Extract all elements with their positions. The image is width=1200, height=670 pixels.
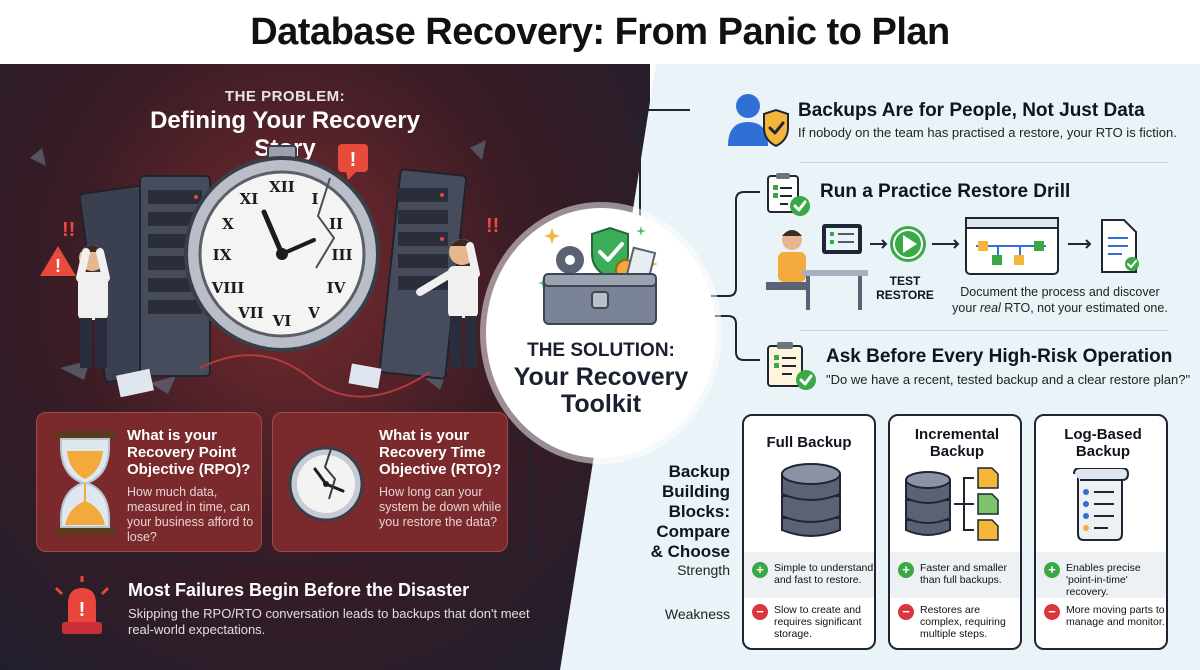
rto-card: What is your Recovery Time Objective (RT… xyxy=(272,412,508,552)
full-backup-card: Full Backup + Simple to understand and f… xyxy=(742,414,876,650)
svg-text:!: ! xyxy=(350,149,357,171)
minus-icon: − xyxy=(898,604,914,620)
hourglass-icon xyxy=(55,431,115,535)
svg-text:VI: VI xyxy=(272,312,292,330)
item-drill-description-prefix: your xyxy=(952,301,980,315)
incremental-backup-weakness: Restores are complex, requiring multiple… xyxy=(920,604,1006,640)
panicked-person-left-icon xyxy=(76,245,110,368)
svg-text:!!: !! xyxy=(62,219,75,241)
rpo-card: What is your Recovery Point Objective (R… xyxy=(36,412,262,552)
incremental-backup-card: Incremental Backup + Faster and smaller … xyxy=(888,414,1022,650)
problem-title: Defining Your Recovery Story xyxy=(150,107,420,162)
solution-title: Your Recovery Toolkit xyxy=(513,363,689,418)
exclamation-marks-icon: !! !! xyxy=(62,215,499,241)
page-title: Database Recovery: From Panic to Plan xyxy=(250,10,950,53)
full-backup-weakness: Slow to create and requires significant … xyxy=(774,604,862,640)
plus-icon: + xyxy=(898,562,914,578)
divider xyxy=(800,162,1168,163)
warning-triangle-icon: ! xyxy=(40,246,76,276)
document-check-icon xyxy=(1101,219,1139,273)
building-blocks-label: Backup Building Blocks: Compare & Choose xyxy=(650,462,730,561)
test-restore-label: TEST RESTORE xyxy=(876,274,934,302)
scattered-paper xyxy=(116,368,154,398)
item-people-title: Backups Are for People, Not Just Data xyxy=(798,100,1145,121)
plus-icon: + xyxy=(1044,562,1060,578)
problem-heading: THE PROBLEM: Defining Your Recovery Stor… xyxy=(120,88,450,163)
svg-text:IV: IV xyxy=(327,279,346,297)
database-branch-icon xyxy=(905,467,999,541)
chaos-scene-illustration: XII III VI IX I II IV V VII VIII X XI xyxy=(30,140,548,398)
failures-description: Skipping the RPO/RTO conversation leads … xyxy=(128,606,530,637)
item-ask-description: "Do we have a recent, tested backup and … xyxy=(826,372,1191,387)
svg-text:!!: !! xyxy=(486,215,499,237)
item-drill-description: Document the process and discover your r… xyxy=(952,284,1168,316)
svg-text:VIII: VIII xyxy=(211,279,245,297)
item-drill-description-line1: Document the process and discover xyxy=(960,285,1160,299)
svg-text:IX: IX xyxy=(213,246,232,264)
full-backup-title: Full Backup xyxy=(766,434,852,451)
item-drill-title: Run a Practice Restore Drill xyxy=(820,181,1071,202)
svg-text:!: ! xyxy=(55,256,61,276)
weakness-row-label: Weakness xyxy=(664,606,730,622)
item-drill-description-suffix: RTO, not your estimated one. xyxy=(1000,301,1168,315)
cracked-stopwatch-icon: XII III VI IX I II IV V VII VIII X XI xyxy=(184,145,380,352)
failures-callout: ! Most Failures Begin Before the Disaste… xyxy=(36,570,596,650)
restore-drill-flow-illustration xyxy=(766,217,1139,310)
rpo-description: How much data, measured in time, can you… xyxy=(127,485,254,544)
item-people-description: If nobody on the team has practised a re… xyxy=(798,125,1177,140)
person-at-desk-icon xyxy=(766,224,868,310)
problem-kicker: THE PROBLEM: xyxy=(224,88,346,105)
item-ask-title: Ask Before Every High-Risk Operation xyxy=(826,346,1173,367)
person-shield-icon xyxy=(728,94,789,148)
incremental-backup-title: Incremental Backup xyxy=(914,426,1000,460)
divider xyxy=(800,330,1168,331)
tangled-cables xyxy=(199,354,431,398)
plus-icon: + xyxy=(752,562,768,578)
solution-kicker: THE SOLUTION: xyxy=(527,340,675,361)
minus-icon: − xyxy=(752,604,768,620)
checklist-icon xyxy=(767,342,816,390)
svg-text:XI: XI xyxy=(240,190,259,208)
minus-icon: − xyxy=(1044,604,1060,620)
svg-text:II: II xyxy=(329,215,343,233)
checklist-icon xyxy=(767,173,810,216)
svg-text:VII: VII xyxy=(237,304,264,322)
log-based-backup-title: Log-Based Backup xyxy=(1064,426,1142,460)
svg-text:XII: XII xyxy=(269,178,295,196)
toolkit-box-icon xyxy=(538,226,658,325)
rto-question: What is your Recovery Time Objective (RT… xyxy=(379,427,502,478)
play-button-icon xyxy=(890,226,926,262)
log-based-backup-card: Log-Based Backup + Enables precise 'poin… xyxy=(1034,414,1168,650)
title-bar: Database Recovery: From Panic to Plan xyxy=(0,0,1200,64)
log-based-backup-weakness: More moving parts to manage and monitor. xyxy=(1066,604,1165,628)
rto-description: How long can your system be down while y… xyxy=(379,485,502,529)
full-backup-strength: Simple to understand and fast to restore… xyxy=(774,562,874,586)
svg-text:!: ! xyxy=(79,599,86,621)
item-drill-description-emphasis: real xyxy=(979,301,1001,315)
alert-bubble-icon: ! xyxy=(338,144,368,180)
scattered-paper xyxy=(348,363,382,389)
siren-alarm-icon: ! xyxy=(54,576,110,634)
log-scroll-icon xyxy=(1073,468,1130,541)
incremental-backup-strength: Faster and smaller than full backups. xyxy=(920,562,1007,586)
svg-text:X: X xyxy=(222,215,234,233)
svg-text:III: III xyxy=(331,246,352,264)
database-icon xyxy=(781,463,841,537)
failures-title: Most Failures Begin Before the Disaster xyxy=(128,580,470,600)
svg-text:I: I xyxy=(311,190,318,208)
broken-clock-icon xyxy=(288,446,364,522)
strength-row-label: Strength xyxy=(677,562,730,578)
process-diagram-icon xyxy=(965,217,1059,275)
svg-text:V: V xyxy=(307,304,320,322)
panicked-person-right-icon xyxy=(416,239,480,368)
rpo-question: What is your Recovery Point Objective (R… xyxy=(127,427,251,478)
log-based-backup-strength: Enables precise 'point-in-time' recovery… xyxy=(1066,562,1141,598)
